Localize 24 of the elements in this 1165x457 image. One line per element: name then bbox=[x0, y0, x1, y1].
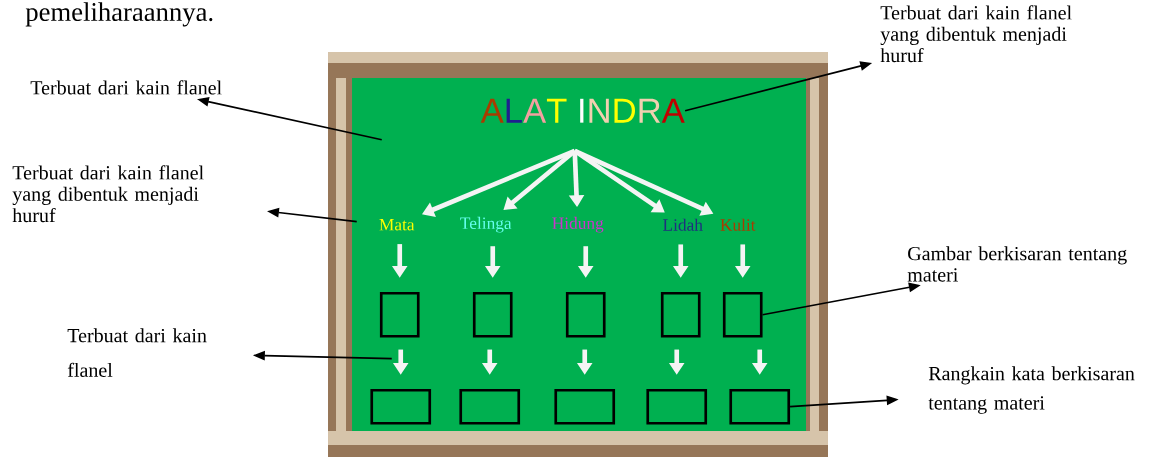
empty-box bbox=[379, 291, 420, 338]
sense-label: Lidah bbox=[663, 218, 703, 231]
empty-box bbox=[722, 291, 763, 338]
annotation-text: Gambar berkisaran tentang materi bbox=[907, 246, 1127, 282]
annotation-text: Terbuat dari kain flanel bbox=[30, 80, 222, 95]
empty-box bbox=[554, 388, 616, 425]
empty-box bbox=[472, 291, 513, 338]
sense-label: Hidung bbox=[552, 216, 604, 233]
sense-label: Telinga bbox=[460, 216, 512, 233]
page-text: pemeliharaannya. bbox=[25, 2, 213, 27]
sense-label: Mata bbox=[379, 218, 415, 231]
empty-box bbox=[729, 388, 791, 425]
empty-box bbox=[459, 388, 521, 425]
chalkboard bbox=[352, 78, 806, 431]
empty-box bbox=[565, 291, 606, 338]
empty-box bbox=[646, 388, 708, 425]
annotation-text: Rangkain kata berkisaran tentang materi bbox=[928, 366, 1135, 414]
annotation-text: Terbuat dari kain flanel yang dibentuk menjadi huruf bbox=[12, 165, 204, 223]
annotation-text: Terbuat dari kain flanel bbox=[67, 328, 207, 377]
annotation-text: Terbuat dari kain flanel yang dibentuk menjadi huruf bbox=[880, 5, 1072, 63]
empty-box bbox=[660, 291, 701, 338]
board-title: ALAT INDRA bbox=[480, 98, 685, 123]
sense-label: Kulit bbox=[720, 218, 756, 231]
empty-box bbox=[370, 388, 432, 425]
